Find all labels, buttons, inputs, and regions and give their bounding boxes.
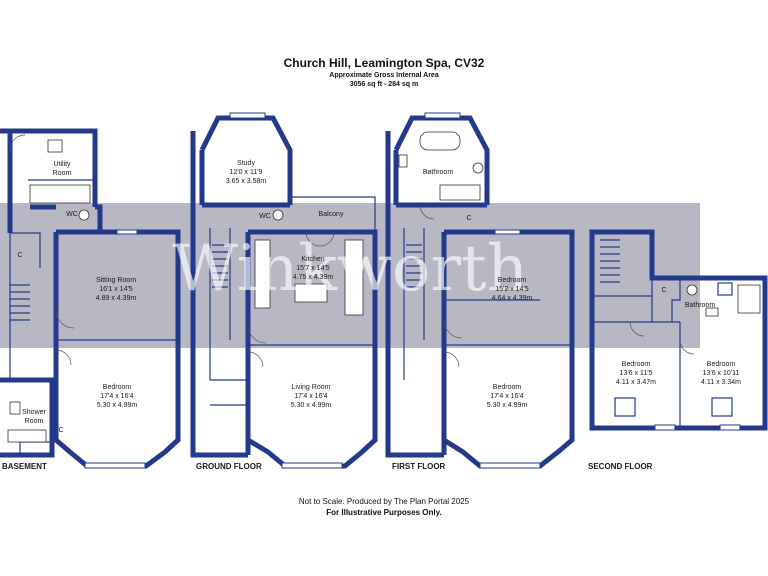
second-bedroom1-metric: 4.11 x 3.47m bbox=[616, 379, 656, 386]
living-room-name: Living Room bbox=[292, 384, 331, 391]
basement-bedroom-metric: 5.30 x 4.99m bbox=[97, 402, 138, 409]
basement-bedroom-name: Bedroom bbox=[103, 384, 132, 391]
shower-tray bbox=[7, 429, 47, 443]
second-floor-plan bbox=[589, 229, 768, 431]
second-cupboard-label: C bbox=[661, 287, 666, 294]
basement-toilet bbox=[78, 209, 90, 221]
plan-title: Church Hill, Leamington Spa, CV32 bbox=[283, 56, 485, 70]
first-bay-window bbox=[479, 462, 541, 469]
sitting-room-name: Sitting Room bbox=[96, 277, 136, 284]
ground-wc-label: WC bbox=[259, 213, 271, 220]
second-bathroom-label: Bathroom bbox=[685, 302, 716, 309]
basement-bedroom-imperial: 17'4 x 16'4 bbox=[100, 393, 134, 400]
plan-subtitle: Approximate Gross Internal Area bbox=[329, 72, 439, 79]
first-floor-plan bbox=[385, 112, 575, 469]
study-imperial: 12'0 x 11'9 bbox=[230, 169, 263, 176]
living-room-metric: 5.30 x 4.99m bbox=[291, 402, 332, 409]
kitchen-imperial: 15'7 x 14'5 bbox=[296, 265, 330, 272]
kitchen-worktop-left bbox=[254, 239, 271, 309]
balcony-label: Balcony bbox=[319, 211, 344, 218]
sitting-room-metric: 4.89 x 4.39m bbox=[96, 295, 137, 302]
shower-room-label-2: Room bbox=[25, 418, 44, 425]
first-basin bbox=[398, 154, 408, 168]
study-bay-window bbox=[229, 112, 266, 119]
kitchen-metric: 4.75 x 4.39m bbox=[293, 274, 334, 281]
living-room-imperial: 17'4 x 16'4 bbox=[294, 393, 328, 400]
study-metric: 3.65 x 3.58m bbox=[226, 178, 267, 185]
ground-toilet bbox=[272, 209, 284, 221]
first-window bbox=[494, 229, 521, 235]
first-bedroom1-imperial: 15'2 x 14'5 bbox=[495, 286, 529, 293]
study-name: Study bbox=[237, 160, 255, 167]
bathtub bbox=[419, 131, 461, 151]
second-shower bbox=[737, 284, 761, 314]
basement-floor-label: BASEMENT bbox=[2, 462, 47, 471]
roof-light-bathroom bbox=[717, 282, 733, 296]
kitchen-name: Kitchen bbox=[301, 256, 324, 263]
utility-label-1: Utility bbox=[53, 161, 71, 168]
second-bedroom2-imperial: 13'6 x 10'11 bbox=[703, 370, 740, 377]
second-basin bbox=[705, 307, 719, 317]
first-floor-label: FIRST FLOOR bbox=[392, 462, 446, 471]
footer-note: Not to Scale. Produced by The Plan Porta… bbox=[298, 497, 470, 506]
utility-worktop bbox=[29, 184, 91, 204]
second-window-left bbox=[654, 424, 676, 431]
shower-enclosure bbox=[439, 184, 481, 201]
utility-sink bbox=[47, 139, 63, 153]
ground-floor-label: GROUND FLOOR bbox=[196, 462, 262, 471]
roof-light-left bbox=[614, 397, 636, 417]
first-bedroom2-metric: 5.30 x 4.99m bbox=[487, 402, 528, 409]
basement-bay-window bbox=[84, 462, 146, 469]
roof-light-right bbox=[711, 397, 733, 417]
second-floor-label: SECOND FLOOR bbox=[588, 462, 653, 471]
sitting-room-imperial: 16'1 x 14'5 bbox=[99, 286, 133, 293]
basement-cupboard2-label: C bbox=[58, 427, 63, 434]
kitchen-worktop-right bbox=[344, 239, 364, 316]
kitchen-island bbox=[294, 283, 328, 303]
second-bedroom2-metric: 4.11 x 3.34m bbox=[701, 379, 741, 386]
plan-area: 3056 sq ft - 284 sq m bbox=[349, 81, 419, 88]
first-toilet bbox=[472, 162, 484, 174]
utility-label-2: Room bbox=[53, 170, 72, 177]
ground-floor-plan bbox=[190, 112, 378, 469]
shower-basin bbox=[9, 401, 21, 415]
second-bedroom2-name: Bedroom bbox=[707, 361, 736, 368]
living-bay-window bbox=[281, 462, 343, 469]
basement-window bbox=[116, 229, 138, 235]
second-toilet bbox=[686, 284, 698, 296]
basement-cupboard-label: C bbox=[17, 252, 22, 259]
first-bathroom-window bbox=[424, 112, 461, 119]
shower-room-label-1: Shower bbox=[22, 409, 46, 416]
first-cupboard-label: C bbox=[466, 215, 471, 222]
second-bedroom1-name: Bedroom bbox=[622, 361, 651, 368]
watermark-text: Winkworth bbox=[172, 232, 528, 306]
first-bedroom1-metric: 4.64 x 4.39m bbox=[492, 295, 533, 302]
basement-wc-label: WC bbox=[66, 211, 78, 218]
first-bathroom-label: Bathroom bbox=[423, 169, 454, 176]
second-bedroom1-imperial: 13'6 x 11'5 bbox=[620, 370, 653, 377]
basement-plan bbox=[0, 128, 181, 469]
first-bedroom1-name: Bedroom bbox=[498, 277, 527, 284]
footer-disclaimer: For Illustrative Purposes Only. bbox=[326, 508, 442, 517]
first-bedroom2-name: Bedroom bbox=[493, 384, 522, 391]
second-window-right bbox=[719, 424, 741, 431]
first-bedroom2-imperial: 17'4 x 16'4 bbox=[490, 393, 524, 400]
